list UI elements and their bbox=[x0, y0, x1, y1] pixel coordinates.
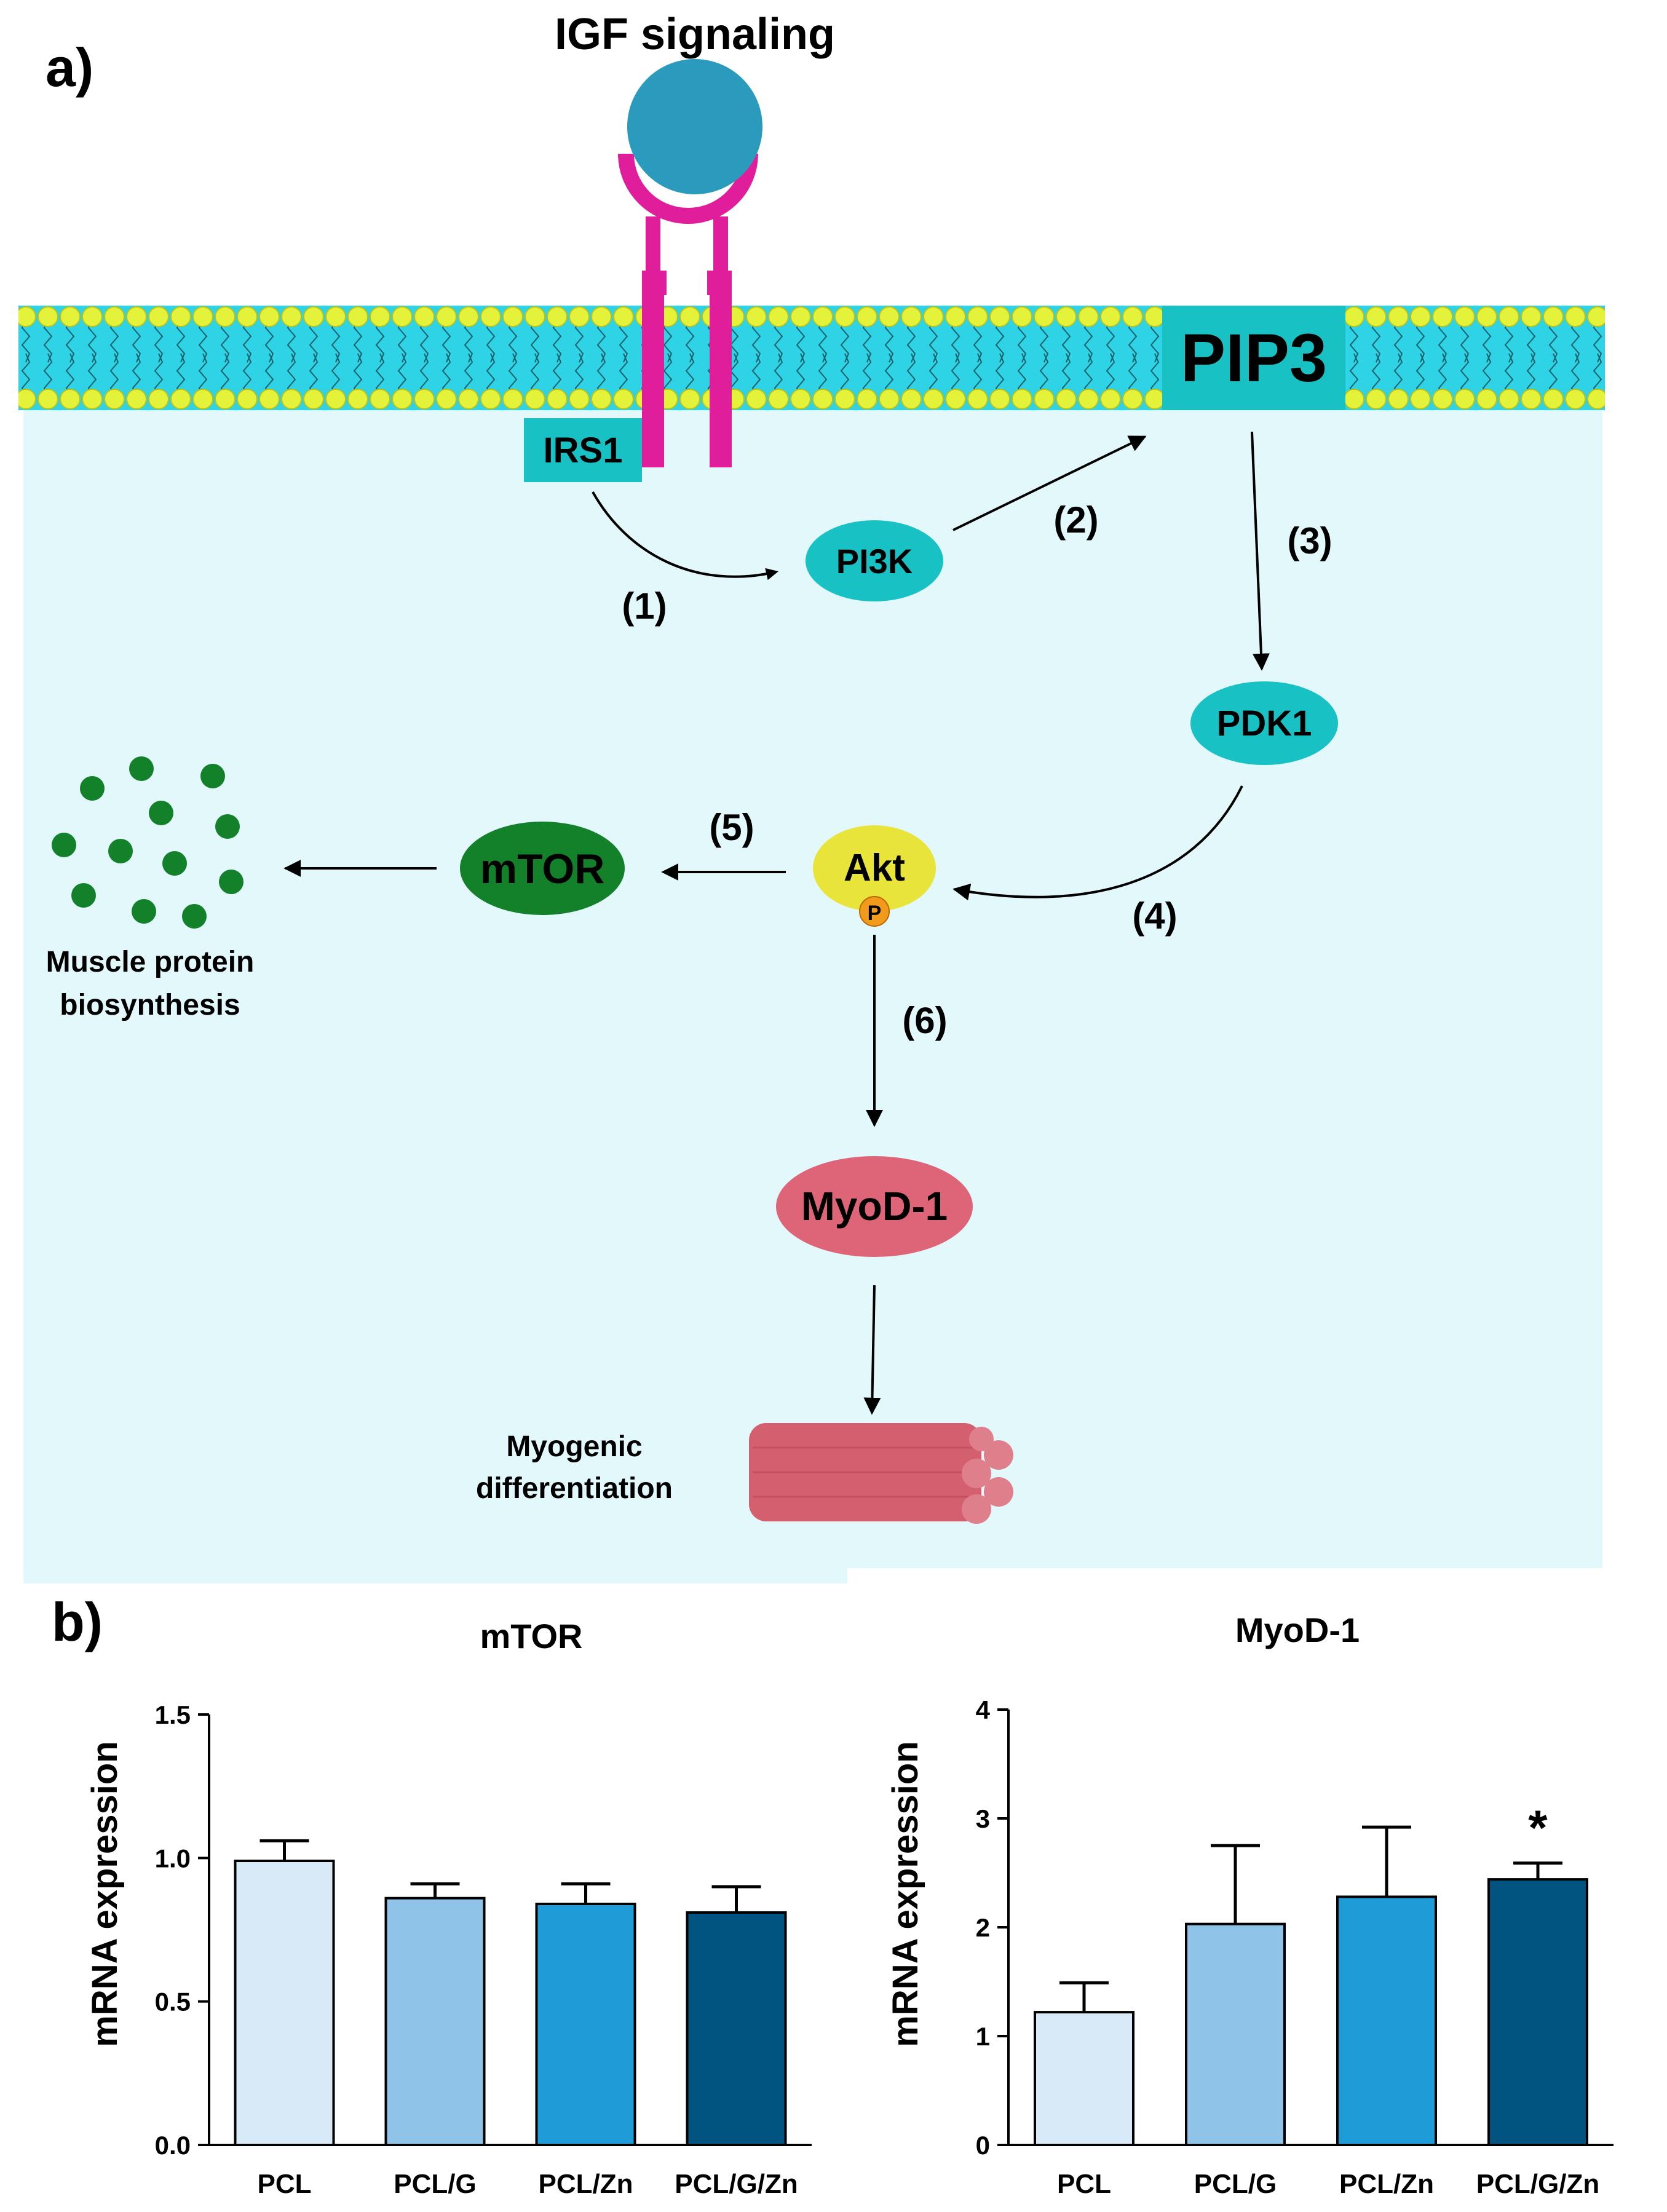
step-label-2: (2) bbox=[1053, 499, 1098, 541]
significance-marker: * bbox=[1528, 1801, 1548, 1855]
pathway-title: IGF signaling bbox=[555, 10, 835, 59]
x-tick-label: PCL bbox=[1057, 2169, 1111, 2199]
arrow-pi3k-pip3 bbox=[952, 435, 1147, 531]
irs1-node: IRS1 bbox=[524, 418, 642, 482]
bar-pcl-zn bbox=[1336, 1895, 1437, 2146]
bar-pcl-zn bbox=[535, 1903, 636, 2146]
protein-caption-line1: Muscle protein bbox=[46, 946, 255, 978]
y-tick-label: 0.5 bbox=[155, 1988, 191, 2016]
x-tick-label: PCL/G/Zn bbox=[1476, 2169, 1599, 2199]
step-label-1: (1) bbox=[622, 585, 667, 627]
y-tick-label: 1.0 bbox=[155, 1844, 191, 1873]
mtor-label: mTOR bbox=[480, 846, 605, 892]
arrow-pip3-pdk1 bbox=[1251, 431, 1270, 671]
chart-title: MyoD-1 bbox=[1235, 1611, 1360, 1649]
myod-label: MyoD-1 bbox=[801, 1183, 948, 1229]
phospho-label: P bbox=[868, 902, 882, 925]
chart-title: mTOR bbox=[480, 1617, 583, 1655]
bar-pcl-g-zn bbox=[1487, 1878, 1588, 2147]
arrow-irs1-pi3k bbox=[592, 491, 778, 581]
phospho-group bbox=[859, 896, 890, 927]
panel-a: a) IGF signaling IRS1 bbox=[18, 10, 1605, 1584]
receptor-binding-cup bbox=[618, 153, 758, 224]
arrow-pdk1-akt bbox=[952, 785, 1243, 901]
pdk1-node: PDK1 bbox=[1190, 681, 1338, 765]
pi3k-node: PI3K bbox=[806, 520, 943, 601]
igf-receptor bbox=[642, 216, 732, 467]
y-tick-label: 0.0 bbox=[155, 2131, 191, 2160]
y-tick-label: 0 bbox=[976, 2131, 990, 2160]
protein-dots bbox=[52, 756, 244, 929]
igf-ligand bbox=[627, 59, 762, 194]
pip3-label: PIP3 bbox=[1181, 320, 1327, 396]
step-label-3: (3) bbox=[1287, 520, 1332, 561]
panel-b-letter: b) bbox=[52, 1592, 103, 1652]
bar-pcl bbox=[234, 1860, 335, 2146]
x-tick-label: PCL/G/Zn bbox=[675, 2169, 798, 2199]
myod-node: MyoD-1 bbox=[776, 1156, 973, 1257]
bar-pcl-g bbox=[1185, 1922, 1286, 2146]
pi3k-label: PI3K bbox=[836, 542, 913, 581]
x-tick-label: PCL/Zn bbox=[1339, 2169, 1434, 2199]
mtor-node: mTOR bbox=[460, 822, 625, 915]
bar-pcl-g-zn bbox=[686, 1911, 787, 2146]
y-tick-label: 2 bbox=[976, 1913, 990, 1942]
cell-membrane bbox=[18, 306, 1605, 410]
cytoplasm-lower-left bbox=[23, 1556, 847, 1584]
akt-node: Akt P bbox=[813, 825, 936, 927]
x-tick-label: PCL/G bbox=[394, 2169, 476, 2199]
y-tick-label: 4 bbox=[976, 1695, 991, 1724]
step-label-5: (5) bbox=[709, 807, 754, 848]
arrow-myod-fiber bbox=[863, 1285, 881, 1415]
pip3-node: PIP3 bbox=[1162, 306, 1345, 410]
y-tick-label: 3 bbox=[976, 1804, 990, 1833]
muscle-fiber bbox=[749, 1423, 1013, 1524]
myogenic-caption-line2: differentiation bbox=[476, 1472, 673, 1505]
irs1-label: IRS1 bbox=[544, 430, 623, 470]
x-tick-label: PCL/G bbox=[1194, 2169, 1277, 2199]
step-label-4: (4) bbox=[1132, 895, 1177, 937]
bar-pcl-g bbox=[384, 1897, 486, 2147]
y-axis-label: mRNA expression bbox=[85, 1741, 125, 2047]
step-label-6: (6) bbox=[902, 1000, 947, 1041]
protein-caption-line2: biosynthesis bbox=[60, 989, 240, 1021]
myogenic-caption-line1: Myogenic bbox=[506, 1430, 642, 1463]
panel-a-letter: a) bbox=[46, 37, 93, 98]
x-tick-label: PCL/Zn bbox=[539, 2169, 633, 2199]
x-tick-label: PCL bbox=[258, 2169, 312, 2199]
y-tick-label: 1.5 bbox=[155, 1700, 191, 1729]
y-axis-label: mRNA expression bbox=[885, 1741, 925, 2047]
pdk1-label: PDK1 bbox=[1217, 704, 1312, 743]
y-tick-label: 1 bbox=[976, 2022, 990, 2051]
akt-label: Akt bbox=[844, 847, 905, 889]
bar-pcl bbox=[1034, 2011, 1134, 2147]
